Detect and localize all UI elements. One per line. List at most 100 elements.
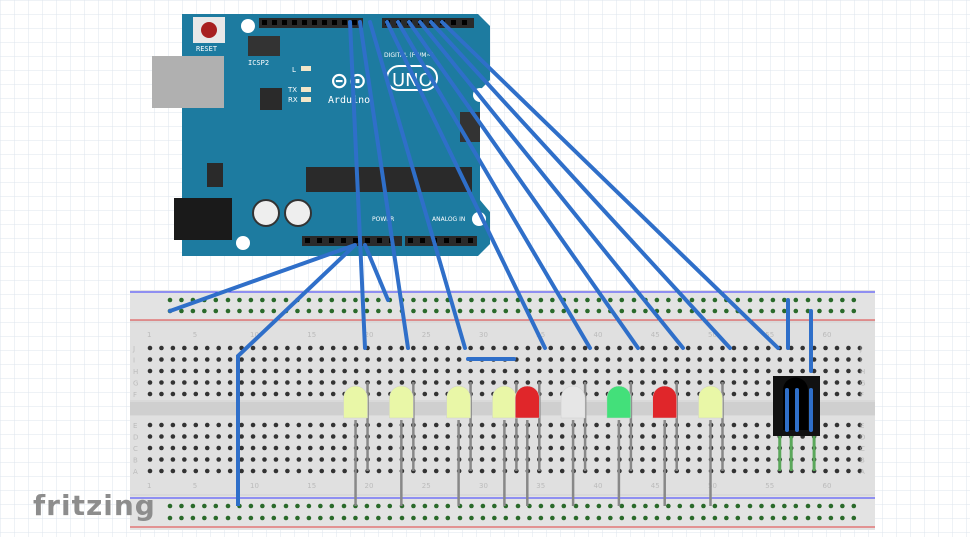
breadboard-hole[interactable] (491, 434, 496, 439)
breadboard-hole[interactable] (250, 391, 256, 397)
breadboard-hole[interactable] (479, 434, 485, 439)
rail-hole[interactable] (643, 503, 648, 509)
rail-hole[interactable] (712, 515, 718, 521)
breadboard-hole[interactable] (743, 422, 748, 428)
breadboard-hole[interactable] (697, 457, 702, 462)
breadboard-hole[interactable] (788, 368, 794, 374)
breadboard-hole[interactable] (227, 434, 233, 439)
breadboard-hole[interactable] (685, 357, 691, 362)
breadboard-hole[interactable] (491, 445, 496, 451)
breadboard-hole[interactable] (433, 422, 439, 428)
breadboard-hole[interactable] (353, 368, 359, 374)
rail-hole[interactable] (167, 297, 173, 303)
breadboard-hole[interactable] (216, 445, 221, 451)
jumper-wire[interactable] (429, 20, 732, 350)
jumper-wire[interactable] (363, 243, 390, 302)
rail-hole[interactable] (585, 515, 590, 521)
breadboard-hole[interactable] (227, 380, 233, 385)
rail-hole[interactable] (515, 515, 521, 521)
header-pin[interactable] (342, 20, 347, 25)
breadboard-hole[interactable] (308, 445, 313, 451)
breadboard-hole[interactable] (640, 380, 645, 385)
rail-hole[interactable] (341, 515, 347, 521)
breadboard-hole[interactable] (743, 357, 748, 362)
breadboard-hole[interactable] (479, 445, 485, 451)
header-pin[interactable] (329, 238, 334, 243)
breadboard-hole[interactable] (525, 368, 531, 374)
header-pin[interactable] (322, 20, 327, 25)
breadboard-hole[interactable] (193, 380, 199, 385)
breadboard-hole[interactable] (285, 468, 290, 474)
breadboard-hole[interactable] (754, 345, 760, 351)
breadboard-hole[interactable] (330, 422, 336, 428)
breadboard-hole[interactable] (319, 345, 325, 351)
breadboard-hole[interactable] (491, 457, 496, 462)
breadboard-hole[interactable] (617, 345, 622, 351)
rail-hole[interactable] (387, 308, 393, 314)
breadboard-hole[interactable] (319, 391, 325, 397)
breadboard-hole[interactable] (342, 380, 347, 385)
breadboard-hole[interactable] (170, 391, 176, 397)
breadboard-hole[interactable] (537, 345, 542, 351)
rail-hole[interactable] (190, 515, 196, 521)
breadboard-hole[interactable] (685, 368, 691, 374)
rail-hole[interactable] (295, 308, 300, 314)
breadboard-hole[interactable] (330, 357, 336, 362)
rail-hole[interactable] (260, 503, 265, 509)
breadboard-hole[interactable] (147, 422, 153, 428)
breadboard-hole[interactable] (170, 357, 176, 362)
breadboard-hole[interactable] (731, 422, 737, 428)
breadboard-hole[interactable] (388, 422, 393, 428)
rail-hole[interactable] (770, 297, 776, 303)
rail-hole[interactable] (735, 515, 741, 521)
rail-hole[interactable] (306, 308, 312, 314)
breadboard-hole[interactable] (182, 434, 187, 439)
rail-hole[interactable] (376, 308, 381, 314)
breadboard-hole[interactable] (754, 380, 760, 385)
rail-hole[interactable] (376, 503, 381, 509)
breadboard-hole[interactable] (743, 368, 748, 374)
breadboard-hole[interactable] (147, 345, 153, 351)
breadboard-hole[interactable] (605, 457, 611, 462)
breadboard-hole[interactable] (800, 345, 805, 351)
breadboard-hole[interactable] (559, 368, 565, 374)
rail-hole[interactable] (376, 297, 381, 303)
breadboard-hole[interactable] (800, 468, 805, 474)
rail-hole[interactable] (585, 297, 590, 303)
rail-hole[interactable] (596, 515, 602, 521)
rail-hole[interactable] (492, 308, 497, 314)
breadboard-hole[interactable] (537, 368, 542, 374)
breadboard-hole[interactable] (605, 380, 611, 385)
rail-hole[interactable] (654, 297, 660, 303)
breadboard-hole[interactable] (250, 445, 256, 451)
breadboard-hole[interactable] (594, 391, 599, 397)
breadboard-hole[interactable] (433, 391, 439, 397)
breadboard-hole[interactable] (342, 357, 347, 362)
breadboard-hole[interactable] (525, 345, 531, 351)
breadboard-hole[interactable] (365, 357, 370, 362)
breadboard-hole[interactable] (445, 368, 451, 374)
breadboard-hole[interactable] (399, 357, 405, 362)
rail-hole[interactable] (225, 297, 231, 303)
rail-hole[interactable] (631, 503, 637, 509)
breadboard-hole[interactable] (216, 391, 221, 397)
breadboard-hole[interactable] (743, 468, 748, 474)
breadboard-hole[interactable] (399, 345, 405, 351)
rail-hole[interactable] (445, 515, 451, 521)
breadboard-hole[interactable] (777, 357, 783, 362)
breadboard-hole[interactable] (571, 380, 576, 385)
breadboard-hole[interactable] (834, 345, 840, 351)
breadboard-hole[interactable] (468, 345, 473, 351)
breadboard-hole[interactable] (330, 445, 336, 451)
breadboard-hole[interactable] (193, 391, 199, 397)
breadboard-hole[interactable] (216, 345, 221, 351)
rail-hole[interactable] (701, 297, 706, 303)
rail-hole[interactable] (202, 503, 207, 509)
rail-hole[interactable] (318, 503, 323, 509)
rail-hole[interactable] (747, 515, 753, 521)
jumper-wire[interactable] (368, 20, 467, 350)
breadboard-hole[interactable] (376, 468, 382, 474)
breadboard-hole[interactable] (754, 468, 760, 474)
breadboard-hole[interactable] (308, 368, 313, 374)
breadboard-hole[interactable] (605, 434, 611, 439)
